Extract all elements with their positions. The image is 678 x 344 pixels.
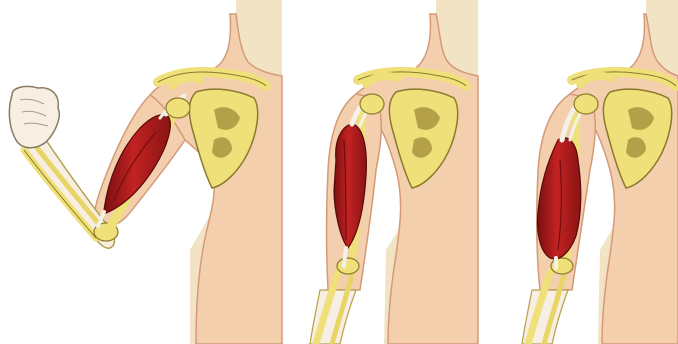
panel-2-relaxed-arm [310,0,478,344]
panel-1-flexed-arm [9,0,282,344]
panel-2-humeral-head [360,94,384,114]
panel-2-elbow-joint [337,258,359,274]
panel-3-humeral-head [574,94,598,114]
panel-3-bulged-arm [522,0,678,344]
panel-1-fist [9,86,59,147]
panel-1-humeral-head [166,98,190,118]
panel-2-biceps-tendon-lower [344,248,346,266]
panel-1-ulna-bone [34,144,104,230]
